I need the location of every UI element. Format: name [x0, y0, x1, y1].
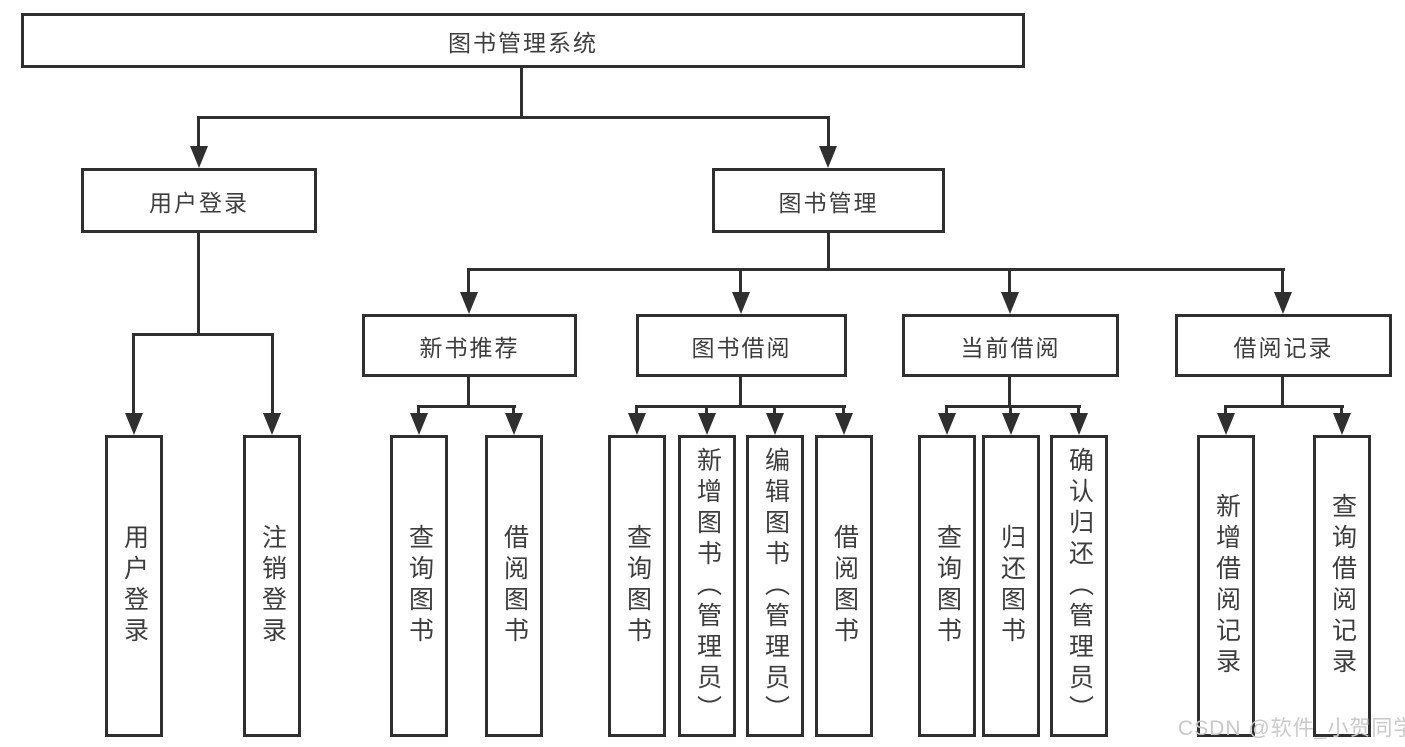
leaf-records-add-label: 新增借阅记录 [1212, 493, 1241, 679]
arrowhead-icon [410, 413, 428, 435]
leaf-records-add: 新增借阅记录 [1197, 435, 1255, 737]
leaf-newbook-borrow: 借阅图书 [485, 435, 543, 737]
connector-line [739, 268, 742, 294]
connector-line [842, 405, 845, 415]
connector-line [467, 268, 470, 294]
connector-line [467, 268, 1285, 271]
arrowhead-icon [1333, 413, 1351, 435]
connector-line [197, 116, 200, 148]
connector-line [945, 405, 1081, 408]
arrowhead-icon [628, 413, 646, 435]
leaf-user-login: 用户登录 [105, 435, 163, 737]
connector-line [635, 405, 846, 408]
node-new-book-recommend: 新书推荐 [362, 314, 577, 377]
node-root: 图书管理系统 [21, 13, 1025, 68]
node-book-borrow: 图书借阅 [636, 314, 847, 377]
node-user-login: 用户登录 [81, 168, 317, 233]
arrowhead-icon [1274, 292, 1292, 314]
leaf-newbook-borrow-label: 借阅图书 [500, 524, 529, 648]
arrowhead-icon [1002, 413, 1020, 435]
arrowhead-icon [505, 413, 523, 435]
node-new-book-recommend-label: 新书推荐 [419, 334, 520, 361]
connector-line [1077, 405, 1080, 415]
arrowhead-icon [1217, 413, 1235, 435]
node-current-borrow: 当前借阅 [902, 314, 1119, 377]
connector-line [132, 333, 135, 414]
leaf-borrow-edit-admin-label: 编辑图书（管理员） [761, 446, 790, 726]
connector-line [1281, 377, 1284, 408]
leaf-current-query: 查询图书 [918, 435, 976, 737]
connector-line [1224, 405, 1344, 408]
arrowhead-icon [732, 292, 750, 314]
leaf-newbook-query: 查询图书 [390, 435, 448, 737]
node-borrow-records-label: 借阅记录 [1233, 334, 1334, 361]
leaf-current-return-label: 归还图书 [997, 524, 1026, 648]
connector-line [512, 405, 515, 415]
leaf-logout-label: 注销登录 [258, 524, 287, 648]
node-current-borrow-label: 当前借阅 [960, 334, 1061, 361]
leaf-current-confirm-admin-label: 确认归还（管理员） [1065, 446, 1094, 726]
arrowhead-icon [766, 413, 784, 435]
connector-line [197, 116, 830, 119]
leaf-borrow-query-label: 查询图书 [623, 524, 652, 648]
leaf-records-query: 查询借阅记录 [1313, 435, 1371, 737]
connector-line [1009, 405, 1012, 415]
leaf-borrow-add-admin-label: 新增图书（管理员） [693, 446, 722, 726]
connector-line [1008, 377, 1011, 408]
connector-line [1281, 268, 1284, 294]
arrowhead-icon [263, 413, 281, 435]
arrowhead-icon [938, 413, 956, 435]
connector-line [417, 405, 516, 408]
arrowhead-icon [698, 413, 716, 435]
connector-line [271, 333, 274, 414]
node-user-login-label: 用户登录 [149, 189, 249, 216]
connector-line [635, 405, 638, 415]
leaf-current-query-label: 查询图书 [933, 524, 962, 648]
arrowhead-icon [819, 146, 837, 168]
arrowhead-icon [190, 146, 208, 168]
node-book-management: 图书管理 [712, 168, 945, 233]
connector-line [197, 233, 200, 336]
connector-line [1340, 405, 1343, 415]
connector-line [945, 405, 948, 415]
connector-line [467, 377, 470, 408]
arrowhead-icon [125, 413, 143, 435]
connector-line [739, 377, 742, 408]
leaf-logout: 注销登录 [243, 435, 301, 737]
leaf-newbook-query-label: 查询图书 [405, 524, 434, 648]
connector-line [132, 333, 274, 336]
leaf-borrow-book: 借阅图书 [815, 435, 873, 737]
node-book-management-label: 图书管理 [778, 189, 879, 216]
connector-line [1224, 405, 1227, 415]
connector-line [417, 405, 420, 415]
leaf-borrow-edit-admin: 编辑图书（管理员） [746, 435, 804, 737]
leaf-current-confirm-admin: 确认归还（管理员） [1050, 435, 1108, 737]
leaf-borrow-book-label: 借阅图书 [830, 524, 859, 648]
connector-line [1008, 268, 1011, 294]
connector-line [827, 233, 830, 271]
node-root-label: 图书管理系统 [448, 29, 598, 56]
leaf-records-query-label: 查询借阅记录 [1328, 493, 1357, 679]
arrowhead-icon [835, 413, 853, 435]
leaf-current-return: 归还图书 [982, 435, 1040, 737]
csdn-watermark: CSDN @软件_小贺同学 [1178, 717, 1405, 740]
leaf-borrow-add-admin: 新增图书（管理员） [678, 435, 736, 737]
arrowhead-icon [460, 292, 478, 314]
connector-line [520, 68, 523, 118]
connector-line [827, 116, 830, 148]
leaf-borrow-query: 查询图书 [608, 435, 666, 737]
leaf-user-login-label: 用户登录 [120, 524, 149, 648]
connector-line [705, 405, 708, 415]
node-book-borrow-label: 图书借阅 [691, 334, 792, 361]
arrowhead-icon [1070, 413, 1088, 435]
connector-line [773, 405, 776, 415]
arrowhead-icon [1001, 292, 1019, 314]
node-borrow-records: 借阅记录 [1175, 314, 1392, 377]
